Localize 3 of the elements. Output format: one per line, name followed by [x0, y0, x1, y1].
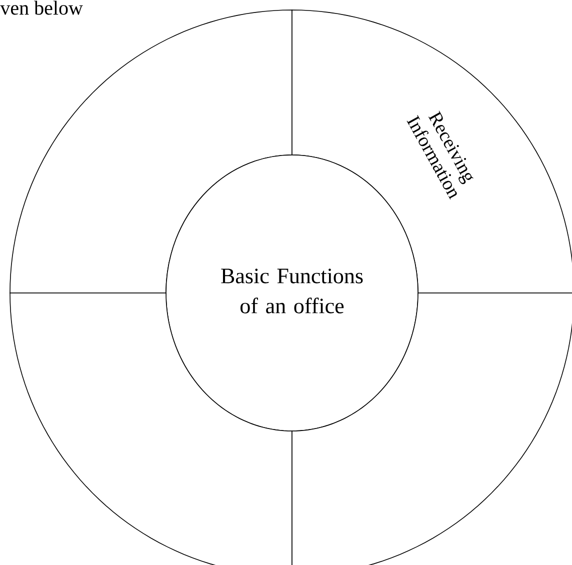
note-text: ven below	[0, 0, 83, 15]
ring-sector	[10, 292, 292, 565]
ring-sector	[292, 292, 572, 565]
